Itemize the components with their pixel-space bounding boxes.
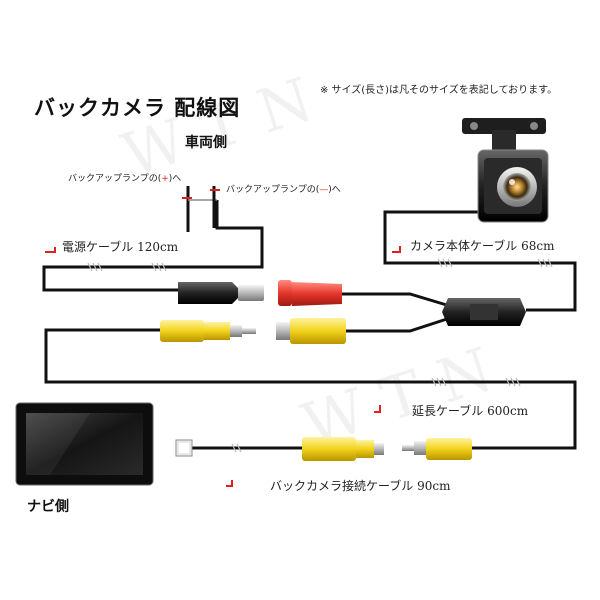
camera-body-cable bbox=[383, 210, 577, 312]
navi-side-label: ナビ側 bbox=[27, 499, 69, 515]
cable-splitter bbox=[442, 298, 526, 326]
power-cable-label: 電源ケーブル 120cm bbox=[62, 240, 179, 254]
splitter-wires bbox=[342, 292, 451, 333]
rca-plug-left bbox=[44, 320, 256, 342]
rca-jack-right bbox=[276, 318, 346, 344]
lamp-plus-label: バックアップランプの(+)へ bbox=[68, 174, 182, 184]
extension-cable-label: 延長ケーブル 600cm bbox=[412, 404, 529, 418]
leader-lines bbox=[45, 246, 401, 487]
rear-camera bbox=[462, 118, 549, 223]
navi-connector bbox=[175, 439, 193, 457]
vehicle-side-label: 車両側 bbox=[185, 135, 227, 151]
power-dc-socket bbox=[278, 280, 342, 306]
power-dc-plug bbox=[178, 282, 264, 304]
connection-cable-label: バックカメラ接続ケーブル 90cm bbox=[270, 479, 451, 493]
camera-body-cable-label: カメラ本体ケーブル 68cm bbox=[410, 239, 555, 253]
lamp-minus-label: バックアップランプの(—)へ bbox=[226, 185, 341, 195]
power-cable bbox=[42, 186, 264, 292]
cable-break-marks bbox=[87, 258, 553, 453]
navi-monitor bbox=[15, 402, 154, 486]
rca-plug-navi bbox=[302, 437, 384, 461]
rca-plug-extension bbox=[402, 438, 472, 460]
extension-cable bbox=[44, 338, 577, 450]
page-title: バックカメラ 配線図 bbox=[34, 96, 241, 120]
size-note: ※ サイズ(長さ)は凡そのサイズを表記しております。 bbox=[320, 85, 558, 96]
